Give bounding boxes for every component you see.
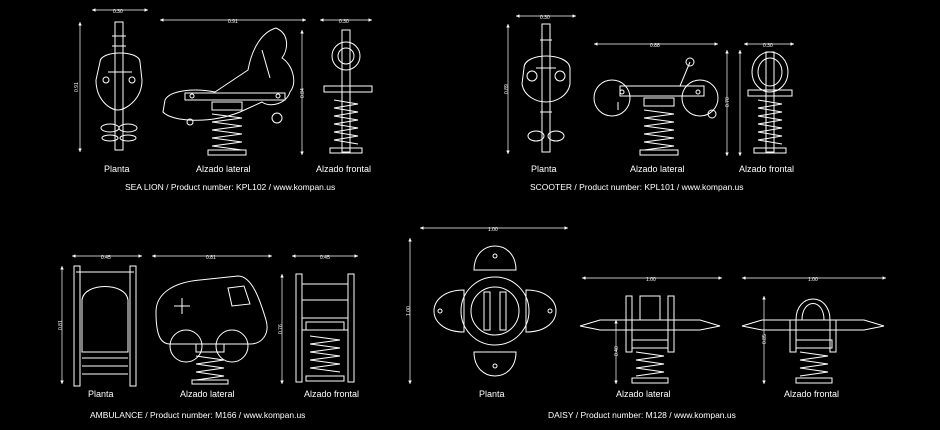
ambulance-front-height-label: 0.76 — [278, 324, 284, 334]
ambulance-front-label: Alzado frontal — [304, 389, 359, 399]
ambulance-plan-drawing — [73, 265, 137, 387]
daisy-front-drawing — [741, 298, 885, 384]
ambulance-plan-height-label: 0.81 — [58, 320, 64, 330]
sea-lion-side-drawing — [162, 27, 295, 156]
scooter-plan-label: Planta — [531, 164, 557, 174]
scooter-front-label: Alzado frontal — [739, 164, 794, 174]
ambulance-side-drawing — [155, 275, 268, 385]
sea-lion-plan-label: Planta — [104, 164, 130, 174]
scooter-side-width-label: 0.88 — [650, 43, 660, 49]
daisy-side-drawing — [579, 295, 721, 384]
sea-lion-front-width-label: 0.30 — [339, 19, 349, 25]
scooter-group: 0.30 0.89 Planta 0.88 0.70 — [504, 14, 794, 192]
ambulance-plan-width-label: 0.45 — [101, 255, 111, 261]
sea-lion-caption: SEA LION / Product number: KPL102 / www.… — [125, 182, 335, 192]
scooter-caption: SCOOTER / Product number: KPL101 / www.k… — [530, 182, 744, 192]
scooter-side-drawing — [593, 57, 719, 156]
daisy-plan-height-label: 1.00 — [406, 306, 412, 316]
scooter-plan-height-label: 0.89 — [504, 84, 510, 94]
ambulance-caption: AMBULANCE / Product number: M166 / www.k… — [90, 410, 305, 420]
daisy-caption: DAISY / Product number: M128 / www.kompa… — [548, 410, 736, 420]
daisy-plan-width-label: 1.00 — [488, 227, 498, 233]
daisy-group: 1.00 1.00 Planta 1.00 0.40 — [406, 226, 886, 420]
sea-lion-plan-drawing — [95, 21, 143, 151]
ambulance-side-width-label: 0.81 — [206, 255, 216, 261]
sea-lion-side-label: Alzado lateral — [196, 164, 251, 174]
daisy-side-height-label: 0.40 — [614, 346, 620, 356]
daisy-side-width-label: 1.00 — [646, 277, 656, 283]
scooter-plan-drawing — [521, 23, 571, 153]
daisy-front-height-label: 0.85 — [762, 334, 768, 344]
sea-lion-front-label: Alzado frontal — [316, 164, 371, 174]
sea-lion-side-width-label: 0.91 — [228, 19, 238, 25]
sea-lion-plan-width-label: 0.30 — [113, 9, 123, 15]
scooter-plan-width-label: 0.30 — [540, 15, 550, 21]
ambulance-group: 0.45 0.81 Planta 0.81 Alzado lateral 0.4… — [58, 254, 359, 420]
daisy-plan-label: Planta — [479, 389, 505, 399]
daisy-plan-drawing — [433, 245, 557, 377]
sea-lion-plan-height-label: 0.91 — [74, 82, 80, 92]
daisy-side-label: Alzado lateral — [616, 389, 671, 399]
ambulance-plan-label: Planta — [88, 389, 114, 399]
scooter-side-label: Alzado lateral — [630, 164, 685, 174]
ambulance-front-drawing — [295, 273, 355, 383]
scooter-front-width-label: 0.30 — [763, 43, 773, 49]
scooter-side-height-label: 0.70 — [725, 97, 731, 107]
sea-lion-group: 0.30 0.91 Planta 0.91 0.84 — [74, 8, 373, 192]
ambulance-front-width-label: 0.45 — [320, 255, 330, 261]
sea-lion-front-drawing — [323, 29, 373, 154]
daisy-front-width-label: 1.00 — [808, 277, 818, 283]
daisy-front-label: Alzado frontal — [784, 389, 839, 399]
ambulance-side-label: Alzado lateral — [180, 389, 235, 399]
sea-lion-side-height-label: 0.84 — [300, 88, 306, 98]
scooter-front-drawing — [747, 51, 793, 154]
